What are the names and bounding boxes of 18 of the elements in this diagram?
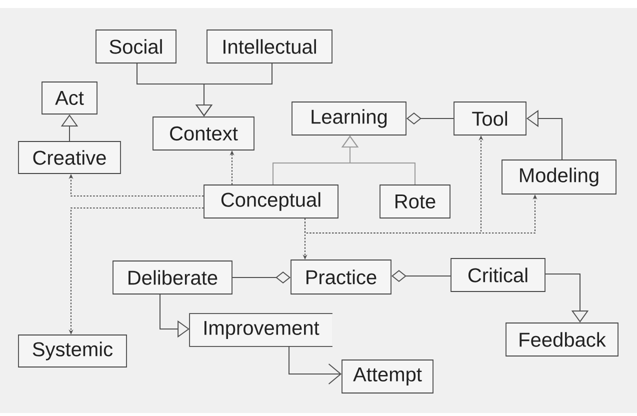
class-box: Rote xyxy=(380,184,450,218)
class-box: Context xyxy=(152,116,254,150)
class-box: Intellectual xyxy=(206,30,332,64)
class-box: Feedback xyxy=(506,322,618,356)
class-box: Practice xyxy=(290,260,392,294)
class-box: Creative xyxy=(18,141,121,174)
class-box: Social xyxy=(96,30,176,64)
class-box: Learning xyxy=(292,102,406,136)
class-box: Attempt xyxy=(342,360,434,394)
class-box: Modeling xyxy=(502,160,616,194)
class-box: Tool xyxy=(454,102,526,136)
class-box: Conceptual xyxy=(204,184,338,218)
class-box: Critical xyxy=(450,258,546,292)
class-box: Systemic xyxy=(18,334,127,368)
class-box: Act xyxy=(42,82,98,114)
class-box: Improvement xyxy=(189,313,333,347)
association-arrow xyxy=(288,346,342,384)
class-box: Deliberate xyxy=(112,260,232,294)
